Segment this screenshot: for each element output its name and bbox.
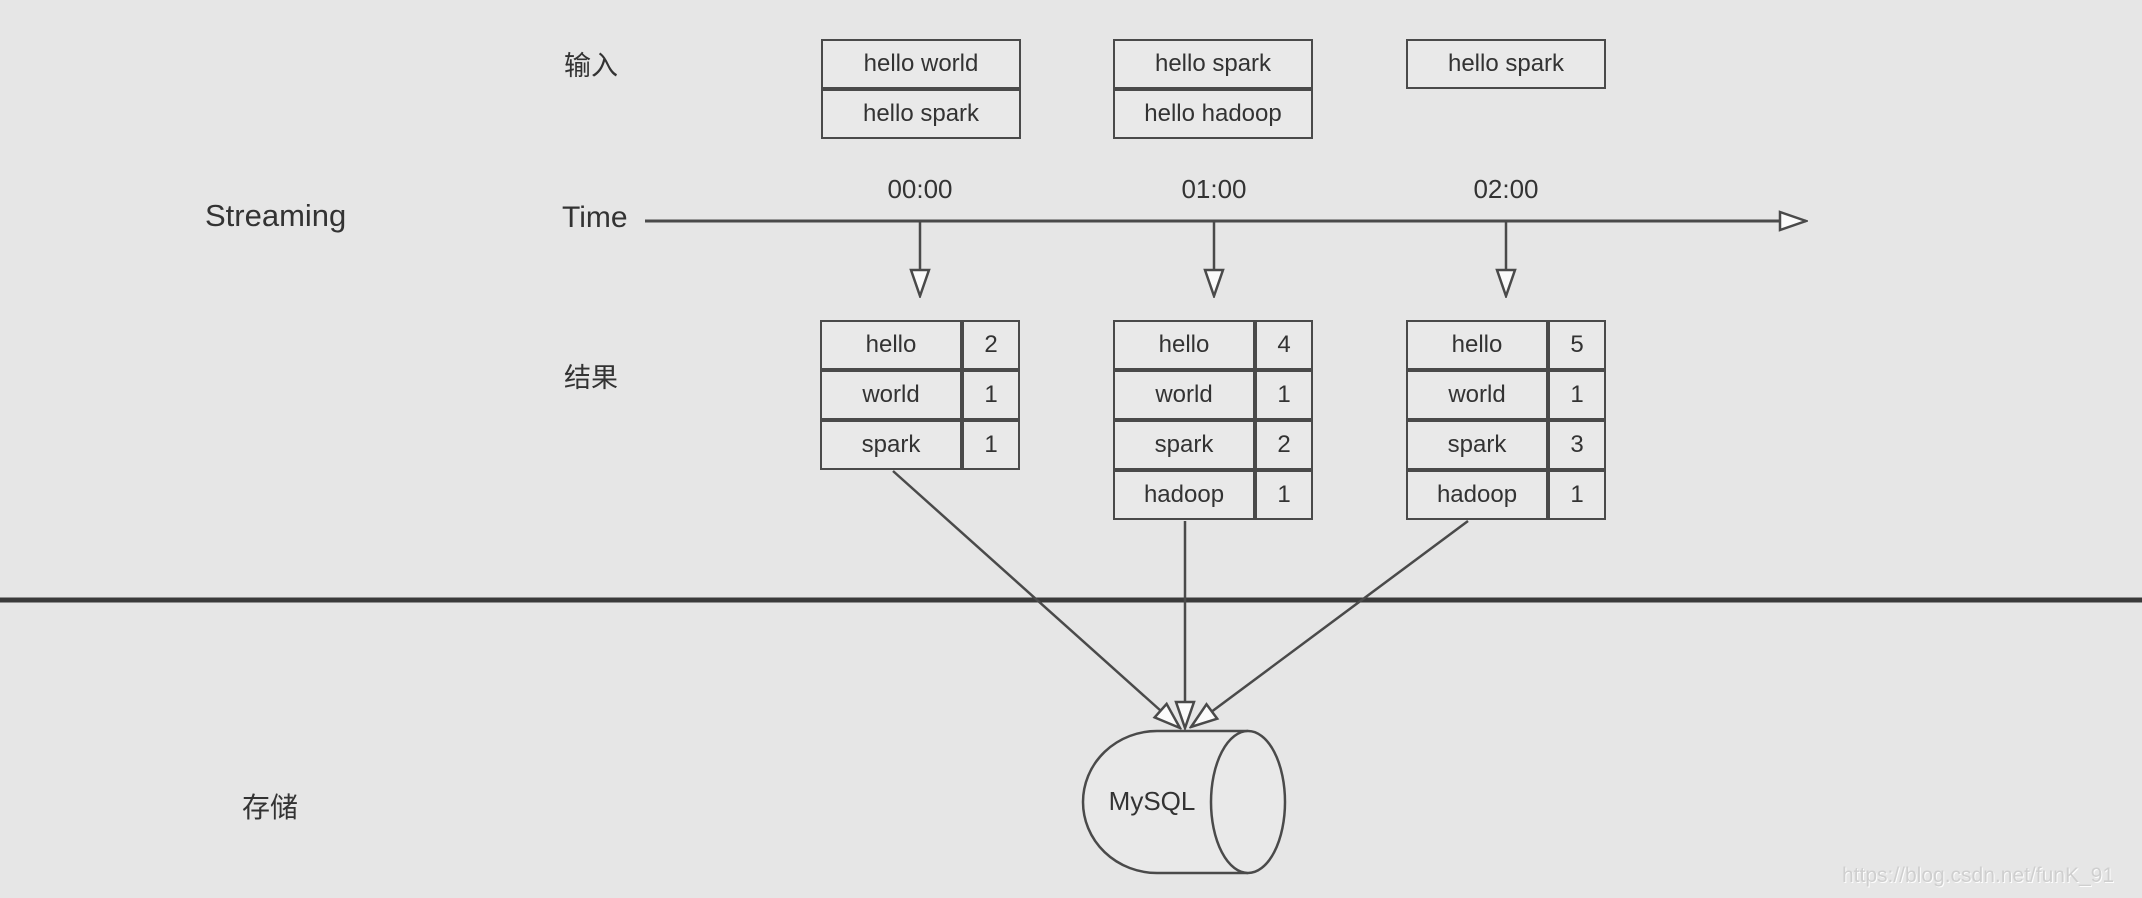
- table-row: spark 2: [1113, 420, 1313, 470]
- word-cell: spark: [1113, 420, 1255, 470]
- table-row: world 1: [820, 370, 1020, 420]
- count-cell: 2: [962, 320, 1020, 370]
- count-cell: 1: [962, 420, 1020, 470]
- count-cell: 1: [1548, 470, 1606, 520]
- streaming-section-label: Streaming: [205, 198, 347, 233]
- table-row: world 1: [1113, 370, 1313, 420]
- count-cell: 1: [1255, 470, 1313, 520]
- input-batch-0: hello world hello spark: [821, 39, 1021, 139]
- count-cell: 4: [1255, 320, 1313, 370]
- watermark-url: https://blog.csdn.net/funK_91: [1841, 864, 2114, 887]
- word-cell: world: [1113, 370, 1255, 420]
- table-row: hadoop 1: [1406, 470, 1606, 520]
- count-cell: 1: [1548, 370, 1606, 420]
- tick-label-0000: 00:00: [887, 174, 953, 204]
- word-cell: hadoop: [1113, 470, 1255, 520]
- table-row: spark 1: [820, 420, 1020, 470]
- database-cylinder-cap: [1209, 729, 1287, 875]
- word-cell: hello: [820, 320, 962, 370]
- count-cell: 3: [1548, 420, 1606, 470]
- tick-label-0200: 02:00: [1473, 174, 1539, 204]
- word-cell: spark: [820, 420, 962, 470]
- word-cell: hadoop: [1406, 470, 1548, 520]
- input-row-label: 输入: [564, 51, 618, 81]
- count-cell: 1: [962, 370, 1020, 420]
- input-line: hello world: [821, 39, 1021, 89]
- word-cell: world: [820, 370, 962, 420]
- table-row: hadoop 1: [1113, 470, 1313, 520]
- input-batch-2: hello spark: [1406, 39, 1606, 89]
- database-name-label: MySQL: [1108, 786, 1196, 816]
- table-row: hello 5: [1406, 320, 1606, 370]
- table-row: hello 2: [820, 320, 1020, 370]
- word-cell: hello: [1406, 320, 1548, 370]
- input-line: hello spark: [821, 89, 1021, 139]
- table-row: hello 4: [1113, 320, 1313, 370]
- tick-label-0100: 01:00: [1181, 174, 1247, 204]
- storage-section-label: 存储: [242, 792, 299, 823]
- time-axis-label: Time: [562, 201, 628, 234]
- count-cell: 1: [1255, 370, 1313, 420]
- word-cell: world: [1406, 370, 1548, 420]
- result-table-0: hello 2 world 1 spark 1: [820, 320, 1020, 470]
- input-line: hello spark: [1406, 39, 1606, 89]
- word-cell: spark: [1406, 420, 1548, 470]
- input-line: hello hadoop: [1113, 89, 1313, 139]
- table-row: world 1: [1406, 370, 1606, 420]
- result-table-1: hello 4 world 1 spark 2 hadoop 1: [1113, 320, 1313, 520]
- word-cell: hello: [1113, 320, 1255, 370]
- result-table-2: hello 5 world 1 spark 3 hadoop 1: [1406, 320, 1606, 520]
- result-row-label: 结果: [564, 363, 618, 393]
- input-batch-1: hello spark hello hadoop: [1113, 39, 1313, 139]
- store-arrow-from-table3: [1191, 519, 1469, 727]
- input-line: hello spark: [1113, 39, 1313, 89]
- table-row: spark 3: [1406, 420, 1606, 470]
- count-cell: 2: [1255, 420, 1313, 470]
- count-cell: 5: [1548, 320, 1606, 370]
